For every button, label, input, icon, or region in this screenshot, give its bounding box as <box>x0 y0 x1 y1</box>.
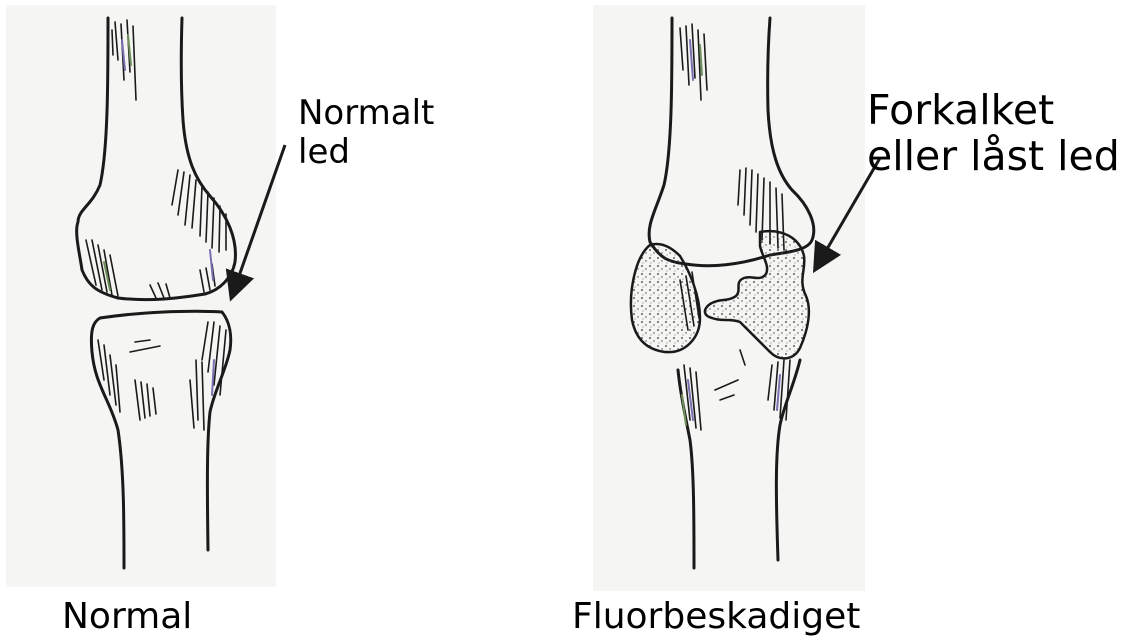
normal-joint-label-line-1: Normalt <box>298 94 434 133</box>
fluorosis-calcification-right <box>705 231 809 358</box>
locked-joint-label-line-1: Forkalket <box>867 88 1120 134</box>
normal-joint-arrow <box>232 145 285 296</box>
normal-tibia-shading <box>98 322 226 430</box>
fluorosis-femur-outline <box>649 18 814 266</box>
locked-joint-label-line-2: eller låst led <box>867 134 1120 180</box>
normal-joint-label: Normalt led <box>298 94 434 172</box>
normal-color-accents <box>104 35 214 395</box>
fluorosis-knee-drawing <box>631 18 814 568</box>
fluorosis-caption: Fluorbeskadiget <box>572 596 860 637</box>
fluorosis-shading <box>680 24 790 430</box>
normal-knee-drawing <box>77 18 236 568</box>
normal-caption: Normal <box>62 596 192 637</box>
normal-tibia-outline <box>91 311 230 568</box>
normal-joint-label-line-2: led <box>298 133 434 172</box>
locked-joint-label: Forkalket eller låst led <box>867 88 1120 180</box>
